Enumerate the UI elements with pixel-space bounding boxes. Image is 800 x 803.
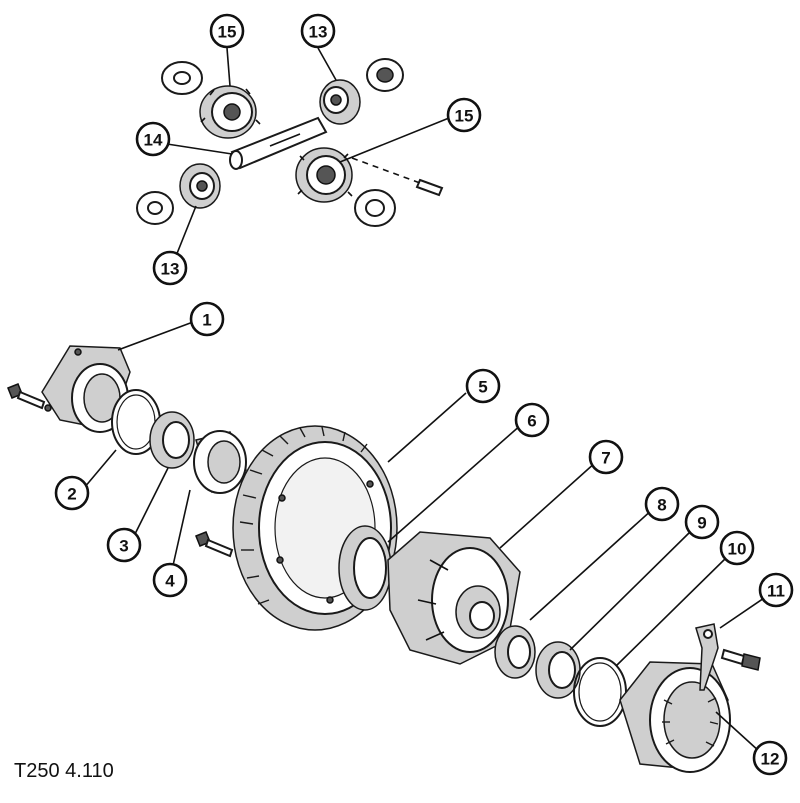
svg-text:12: 12: [761, 750, 780, 769]
bearing-cup: [535, 641, 581, 699]
differential-case: [387, 531, 521, 665]
svg-text:13: 13: [161, 260, 180, 279]
thrust-washer: [366, 58, 404, 92]
callout-6: 6: [514, 402, 550, 438]
svg-text:11: 11: [767, 582, 785, 601]
figure-code: T250 4.110: [14, 760, 114, 782]
svg-text:15: 15: [218, 23, 237, 42]
pinion-shaft: [229, 116, 328, 170]
bearing-cone: [494, 625, 536, 679]
speedometer-drive-gear: [338, 525, 392, 611]
svg-text:5: 5: [478, 378, 487, 397]
pinion-gear: [179, 163, 221, 209]
svg-text:3: 3: [119, 537, 128, 556]
svg-text:1: 1: [202, 311, 211, 330]
bearing-cone: [149, 411, 195, 469]
svg-text:15: 15: [455, 107, 474, 126]
svg-text:10: 10: [728, 540, 747, 559]
retainer-bolt: [7, 383, 46, 410]
pinion-gear-assembly: [136, 58, 444, 227]
pinion-gear: [319, 79, 361, 125]
callout-13-top: 13: [300, 13, 336, 49]
callout-2: 2: [54, 475, 90, 511]
callout-3: 3: [106, 527, 142, 563]
callout-14: 14: [135, 121, 171, 157]
callout-8: 8: [644, 486, 680, 522]
leader-lines: [83, 47, 768, 753]
pin-axis-line: [351, 157, 421, 184]
snap-ring: [573, 657, 627, 727]
snap-ring: [111, 389, 161, 455]
svg-text:4: 4: [165, 572, 175, 591]
svg-text:2: 2: [67, 485, 76, 504]
lock-tab-bolt: [720, 648, 761, 671]
callout-15-right: 15: [446, 97, 482, 133]
roll-pin: [415, 178, 444, 197]
ring-gear-teeth: [239, 426, 368, 605]
callout-5: 5: [465, 368, 501, 404]
svg-text:7: 7: [601, 449, 610, 468]
callout-4: 4: [152, 562, 188, 598]
callout-13-bottom: 13: [152, 250, 188, 286]
callout-12: 12: [752, 740, 788, 776]
callout-11: 11: [758, 572, 794, 608]
thrust-washer: [354, 189, 396, 227]
svg-text:14: 14: [144, 131, 163, 150]
bearing-cup: [193, 430, 247, 494]
svg-text:9: 9: [697, 514, 706, 533]
bearing-adjuster: [619, 661, 731, 773]
side-gear: [199, 85, 261, 139]
svg-text:6: 6: [527, 412, 536, 431]
svg-text:13: 13: [309, 23, 328, 42]
ring-gear-bolt: [195, 531, 234, 558]
svg-text:8: 8: [657, 496, 666, 515]
callout-9: 9: [684, 504, 720, 540]
adjuster-lock-tab: [695, 623, 719, 691]
callout-7: 7: [588, 439, 624, 475]
thrust-washer: [136, 191, 174, 225]
side-gear: [295, 147, 353, 203]
thrust-washer: [161, 61, 203, 95]
callout-1: 1: [189, 301, 225, 337]
callout-10: 10: [719, 530, 755, 566]
callout-15-top: 15: [209, 13, 245, 49]
